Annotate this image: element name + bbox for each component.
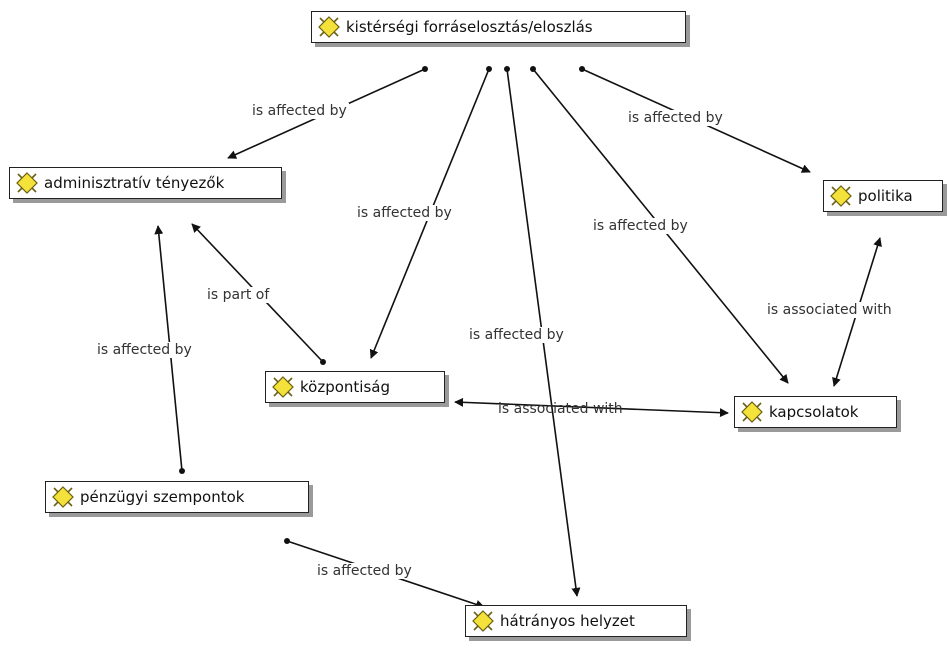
concept-node-icon [16, 172, 38, 194]
node-penzugyi-szempontok[interactable]: pénzügyi szempontok [45, 481, 309, 513]
concept-node-icon [741, 401, 763, 423]
node-adminisztrativ-tenyezok[interactable]: adminisztratív tényezők [9, 167, 282, 199]
edge-label-root-hatrany: is affected by [467, 327, 566, 343]
edge-label-kozpont-admin: is part of [205, 287, 272, 303]
node-label: pénzügyi szempontok [80, 488, 245, 506]
edge-label-kapcs-politika: is associated with [765, 302, 894, 318]
edge-label-penz-hatrany: is affected by [315, 563, 414, 579]
concept-node-icon [272, 376, 294, 398]
concept-node-icon [318, 16, 340, 38]
node-hatranyos-helyzet[interactable]: hátrányos helyzet [465, 605, 687, 637]
node-label: politika [858, 187, 913, 205]
node-label: kapcsolatok [769, 403, 859, 421]
node-label: kistérségi forráselosztás/eloszlás [346, 18, 593, 36]
edge-label-root-politika: is affected by [626, 110, 725, 126]
node-kapcsolatok[interactable]: kapcsolatok [734, 396, 897, 428]
node-politika[interactable]: politika [823, 180, 943, 212]
concept-node-icon [830, 185, 852, 207]
concept-node-icon [472, 610, 494, 632]
edge-label-root-admin: is affected by [250, 103, 349, 119]
edge-label-penz-admin: is affected by [95, 342, 194, 358]
concept-node-icon [52, 486, 74, 508]
node-kozpontisag[interactable]: központiság [265, 371, 445, 403]
node-label: adminisztratív tényezők [44, 174, 225, 192]
edge-label-kozpont-kapcs: is associated with [498, 401, 623, 417]
node-label: központiság [300, 378, 390, 396]
node-label: hátrányos helyzet [500, 612, 635, 630]
edge-label-root-kapcs: is affected by [591, 218, 690, 234]
edge-kozpont-kapcs [454, 397, 729, 418]
node-kistersegi-forraselosztas[interactable]: kistérségi forráselosztás/eloszlás [311, 11, 686, 43]
edge-label-root-kozpont: is affected by [355, 205, 454, 221]
